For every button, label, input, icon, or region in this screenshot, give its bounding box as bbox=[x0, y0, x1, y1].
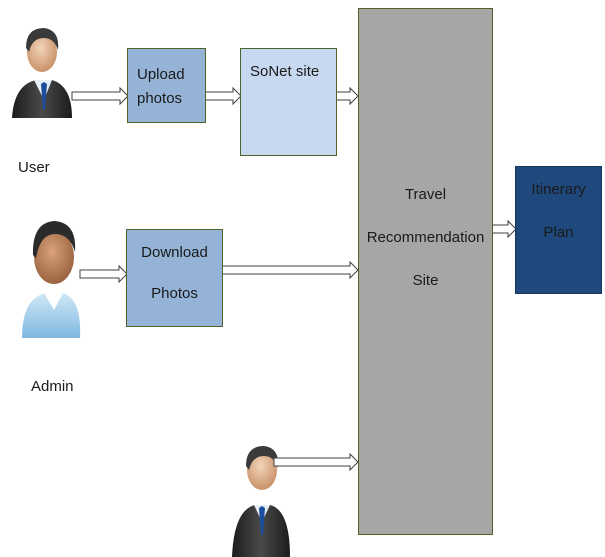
download-photos-line2: Photos bbox=[151, 285, 198, 302]
download-photos-line1: Download bbox=[141, 244, 208, 261]
admin-icon bbox=[22, 221, 81, 338]
user-label: User bbox=[18, 159, 50, 176]
arrow-download-to-travel bbox=[221, 260, 359, 280]
arrow-admin-to-download bbox=[79, 264, 128, 284]
arrow-upload-to-sonet bbox=[204, 86, 242, 106]
travel-recommendation-site-box: Travel Recommendation Site bbox=[358, 8, 493, 535]
admin-label: Admin bbox=[31, 378, 74, 395]
upload-photos-box: Upload photos bbox=[127, 48, 206, 123]
travel-site-line1: Travel bbox=[404, 186, 447, 203]
sonet-site-box: SoNet site bbox=[240, 48, 337, 156]
arrow-travel-to-itinerary bbox=[491, 219, 517, 239]
download-photos-box: Download Photos bbox=[126, 229, 223, 327]
upload-photos-line1: Upload bbox=[137, 66, 185, 83]
itinerary-plan-line2: Plan bbox=[543, 224, 574, 241]
travel-site-line2: Recommendation bbox=[366, 229, 485, 246]
travel-site-line3: Site bbox=[412, 272, 439, 289]
upload-photos-line2: photos bbox=[137, 90, 183, 107]
person-icon bbox=[232, 446, 290, 557]
itinerary-plan-box: Itinerary Plan bbox=[515, 166, 602, 294]
itinerary-plan-line1: Itinerary bbox=[531, 181, 586, 198]
arrow-sonet-to-travel bbox=[335, 86, 359, 106]
arrow-person-to-travel bbox=[273, 452, 359, 472]
sonet-site-label: SoNet site bbox=[250, 63, 320, 80]
arrow-user-to-upload bbox=[71, 86, 129, 106]
user-icon bbox=[12, 28, 72, 118]
